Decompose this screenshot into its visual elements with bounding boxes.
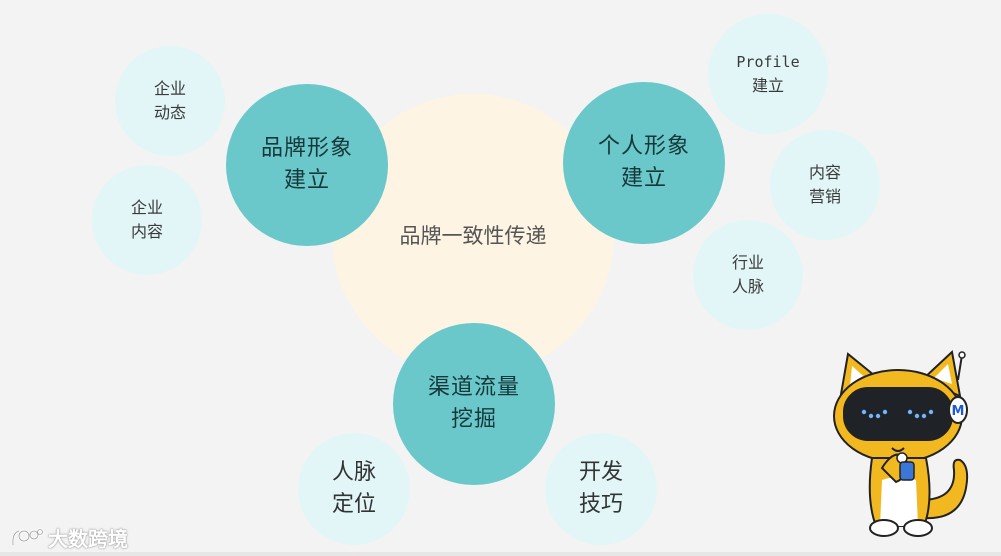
channel-traffic-circle: 渠道流量 挖掘	[393, 323, 555, 485]
marketing-line-2: 营销	[809, 185, 841, 209]
brand-logo: 大数跨境	[10, 523, 128, 552]
channel-line-2: 挖掘	[428, 404, 520, 436]
company-content-line-2: 内容	[131, 220, 163, 244]
svg-text:M: M	[952, 404, 965, 419]
company-news-line-1: 企业	[154, 77, 186, 101]
brand-line-1: 品牌形象	[261, 133, 353, 165]
dev-line-1: 开发	[579, 457, 623, 489]
marketing-line-1: 内容	[809, 161, 841, 185]
profile-line-1: Profile	[736, 50, 799, 74]
personal-line-2: 建立	[598, 163, 690, 195]
development-skills-bubble: 开发 技巧	[545, 433, 657, 545]
company-news-bubble: 企业 动态	[115, 46, 225, 156]
profile-setup-bubble: Profile 建立	[708, 14, 828, 134]
content-marketing-bubble: 内容 营销	[770, 130, 880, 240]
dev-line-2: 技巧	[579, 489, 623, 521]
company-news-line-2: 动态	[154, 101, 186, 125]
brand-line-2: 建立	[261, 165, 353, 197]
network-line-2: 人脉	[732, 275, 764, 299]
center-label: 品牌一致性传递	[400, 220, 547, 250]
network-positioning-bubble: 人脉 定位	[298, 433, 410, 545]
industry-network-bubble: 行业 人脉	[693, 220, 803, 330]
profile-line-2: 建立	[736, 74, 799, 98]
company-content-line-1: 企业	[131, 196, 163, 220]
position-line-1: 人脉	[332, 457, 376, 489]
footer-bar	[0, 552, 1001, 556]
logo-text: 大数跨境	[48, 523, 128, 552]
dashu-logo-icon	[10, 527, 44, 549]
network-line-1: 行业	[732, 251, 764, 275]
position-line-2: 定位	[332, 489, 376, 521]
channel-line-1: 渠道流量	[428, 372, 520, 404]
company-content-bubble: 企业 内容	[92, 165, 202, 275]
personal-line-1: 个人形象	[598, 131, 690, 163]
cat-mascot-with-vr-goggles-icon: M	[826, 350, 976, 540]
brand-image-circle: 品牌形象 建立	[226, 84, 388, 246]
personal-image-circle: 个人形象 建立	[563, 82, 725, 244]
